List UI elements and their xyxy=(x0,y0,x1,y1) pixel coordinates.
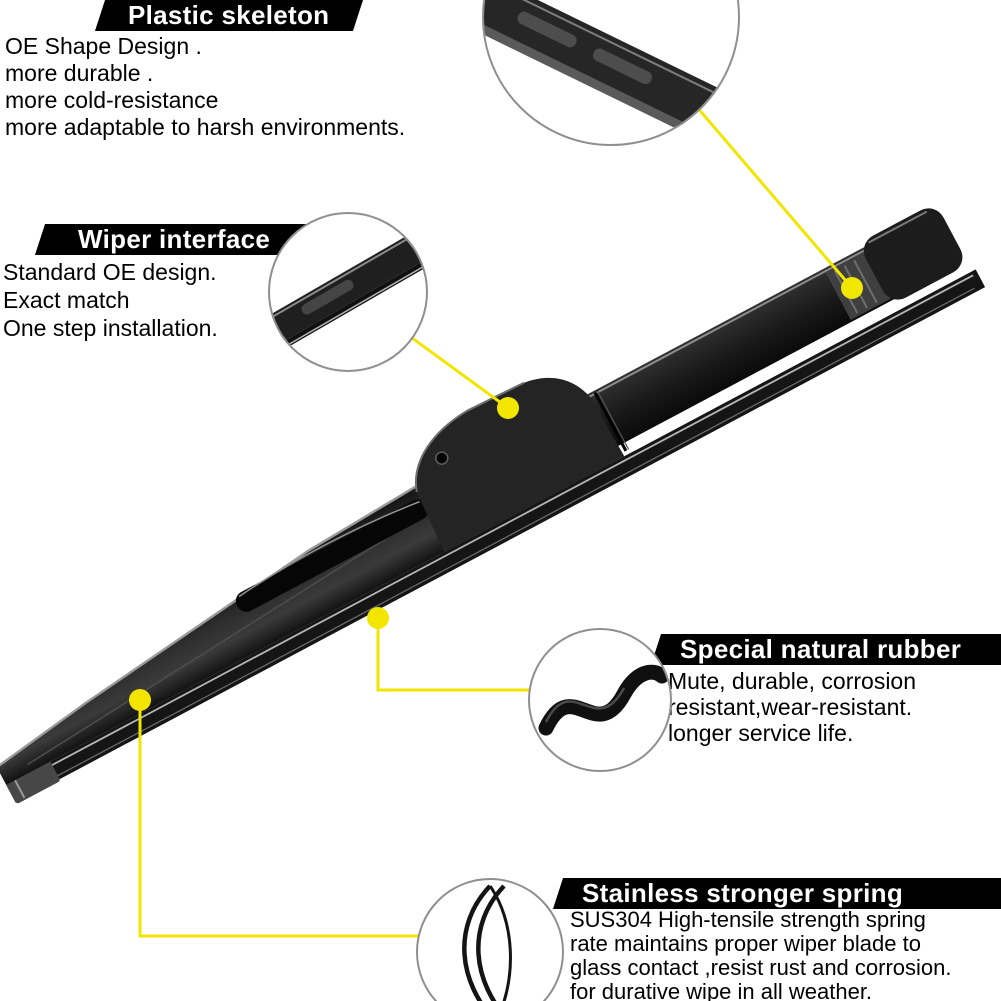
stainless-spring-closeup xyxy=(462,884,512,1001)
wiper-blade xyxy=(0,208,986,804)
plastic-skeleton-dot xyxy=(841,277,863,299)
callout-line: glass contact ,resist rust and corrosion… xyxy=(570,955,952,980)
stainless-spring-connector xyxy=(138,700,470,938)
natural-rubber-inset xyxy=(528,628,672,772)
stainless-spring-title: Stainless stronger spring xyxy=(582,878,904,908)
callout-line: rate maintains proper wiper blade to xyxy=(570,931,921,956)
stainless-spring-dot xyxy=(129,689,151,711)
callout-line: One step installation. xyxy=(3,315,218,341)
callout-line: SUS304 High-tensile strength spring xyxy=(570,907,926,932)
wiper-interface-description: Standard OE design. Exact match One step… xyxy=(3,258,218,342)
plastic-skeleton-title: Plastic skeleton xyxy=(128,0,330,30)
wiper-interface-title: Wiper interface xyxy=(77,224,271,254)
natural-rubber-closeup xyxy=(538,664,670,736)
wiper-interface-inset xyxy=(268,212,428,372)
wiper-interface-closeup xyxy=(270,214,426,367)
callout-connectors xyxy=(138,77,854,938)
wiper-interface-banner: Wiper interface xyxy=(34,224,314,255)
callout-line: OE Shape Design . xyxy=(5,33,202,59)
natural-rubber-title: Special natural rubber xyxy=(680,634,962,664)
callout-line: resistant,wear-resistant. xyxy=(668,694,913,720)
natural-rubber-connector xyxy=(376,618,566,692)
natural-rubber-description: Mute, durable, corrosion resistant,wear-… xyxy=(668,668,916,746)
plastic-skeleton-description: OE Shape Design . more durable . more co… xyxy=(5,33,405,141)
plastic-skeleton-banner: Plastic skeleton xyxy=(94,0,364,31)
callout-line: Mute, durable, corrosion xyxy=(668,668,917,694)
natural-rubber-banner: Special natural rubber xyxy=(650,634,1001,665)
natural-rubber-dot xyxy=(367,607,389,629)
plastic-skeleton-connector xyxy=(670,77,854,289)
stainless-spring-banner: Stainless stronger spring xyxy=(552,878,1001,909)
stainless-spring-description: SUS304 High-tensile strength spring rate… xyxy=(570,908,952,1001)
callout-line: Exact match xyxy=(3,287,130,313)
callout-line: Standard OE design. xyxy=(3,259,217,285)
callout-line: more cold-resistance xyxy=(5,87,219,113)
callout-dots xyxy=(129,277,863,711)
callout-line: for durative wipe in all weather. xyxy=(570,979,873,1001)
callout-line: more adaptable to harsh environments. xyxy=(5,114,406,140)
callout-line: more durable . xyxy=(5,60,154,86)
callout-line: longer service life. xyxy=(668,720,854,746)
stainless-spring-inset xyxy=(416,878,564,1001)
wiper-interface-dot xyxy=(497,397,519,419)
